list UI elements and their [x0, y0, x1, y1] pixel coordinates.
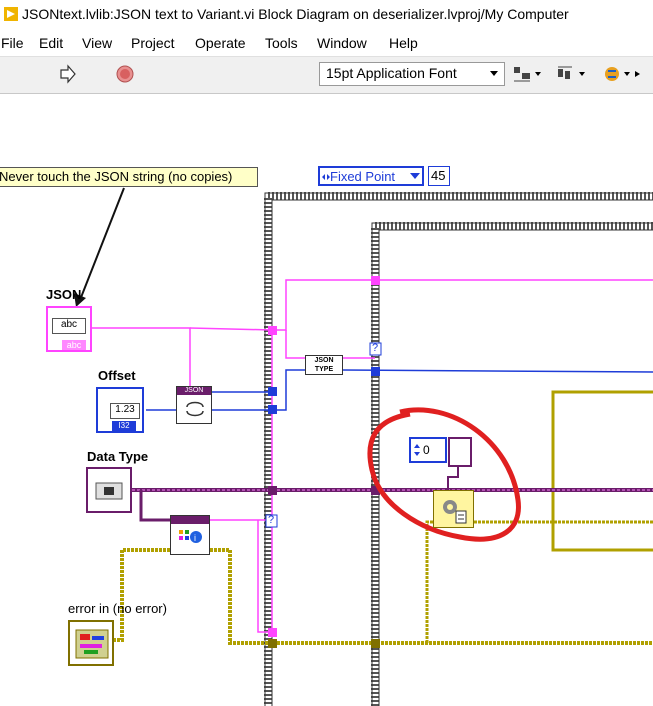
offset-label: Offset	[98, 368, 136, 383]
integer-wires[interactable]	[146, 369, 653, 411]
json-abc: abc	[52, 318, 86, 334]
fixed-point-value[interactable]: 45	[428, 166, 450, 186]
data-type-terminal[interactable]	[86, 467, 132, 513]
tunnel-question: ?	[268, 514, 275, 526]
font-select[interactable]: 15pt Application Font	[319, 62, 505, 86]
font-select-value: 15pt Application Font	[326, 65, 457, 81]
menu-tools[interactable]: Tools	[265, 35, 298, 51]
inner-loop-structure[interactable]	[371, 222, 653, 706]
gear-icon	[443, 500, 467, 524]
tunnels[interactable]	[265, 276, 382, 648]
increment-arrows-icon	[414, 444, 420, 456]
json-subvi[interactable]: JSON	[176, 386, 212, 424]
data-type-label: Data Type	[87, 449, 149, 464]
zero-constant[interactable]: 0	[409, 437, 447, 463]
reorder-icon[interactable]	[602, 63, 642, 85]
loop-arrows-icon	[186, 401, 204, 417]
window-title: JSONtext.lvlib:JSON text to Variant.vi B…	[22, 6, 569, 22]
menu-edit[interactable]: Edit	[39, 35, 64, 51]
variant-wire[interactable]	[132, 488, 653, 522]
svg-text:i: i	[194, 533, 196, 543]
annotation-circle	[367, 407, 521, 542]
string-wires[interactable]	[92, 279, 653, 635]
chevron-down-icon	[490, 71, 498, 76]
json-type-node[interactable]: JSON TYPE	[305, 355, 343, 375]
zero-constant-value: 0	[423, 443, 430, 457]
menu-operate[interactable]: Operate	[195, 35, 246, 51]
menu-window[interactable]: Window	[317, 35, 367, 51]
offset-sub: I32	[112, 421, 136, 431]
distribute-objects-icon[interactable]	[556, 63, 590, 85]
array-constant[interactable]	[448, 437, 472, 467]
abort-icon[interactable]	[114, 63, 136, 85]
chevron-down-icon	[410, 173, 420, 179]
type-info-icon: i	[179, 530, 202, 543]
json-terminal[interactable]: abc abc	[46, 306, 92, 352]
error-in-label: error in (no error)	[68, 601, 167, 616]
fixed-point-label: Fixed Point	[330, 169, 396, 184]
labview-icon	[4, 7, 18, 21]
comment-arrow	[74, 187, 125, 307]
json-abc-sub: abc	[62, 340, 86, 350]
json-label: JSON	[46, 287, 82, 302]
menu-bar: File Edit View Project Operate Tools Win…	[0, 30, 653, 56]
error-in-terminal[interactable]	[68, 620, 114, 666]
diagram-comment[interactable]: Never touch the JSON string (no copies)	[0, 167, 258, 187]
offset-terminal[interactable]: 1.23 I32	[96, 387, 144, 433]
menu-view[interactable]: View	[82, 35, 113, 51]
tunnel-question: ?	[372, 342, 379, 354]
variant-icon	[95, 482, 123, 500]
variant-type-node[interactable]: i	[170, 515, 210, 555]
align-objects-icon[interactable]	[512, 63, 546, 85]
menu-project[interactable]: Project	[131, 35, 175, 51]
wire-to-node[interactable]	[440, 465, 460, 490]
run-arrow-icon[interactable]	[56, 63, 78, 85]
menu-help[interactable]: Help	[389, 35, 418, 51]
fixed-point-enum[interactable]: Fixed Point	[318, 166, 424, 186]
parse-node[interactable]	[433, 490, 474, 528]
offset-value: 1.23	[110, 403, 140, 419]
enum-arrows-icon	[322, 174, 330, 180]
error-cluster-icon	[75, 629, 109, 659]
variant-type-header	[171, 516, 209, 524]
title-bar: JSONtext.lvlib:JSON text to Variant.vi B…	[0, 0, 653, 30]
json-node-label: JSON	[177, 387, 211, 395]
nested-case-structure[interactable]	[551, 390, 653, 552]
menu-file[interactable]: File	[1, 35, 24, 51]
error-wires[interactable]	[113, 520, 653, 645]
